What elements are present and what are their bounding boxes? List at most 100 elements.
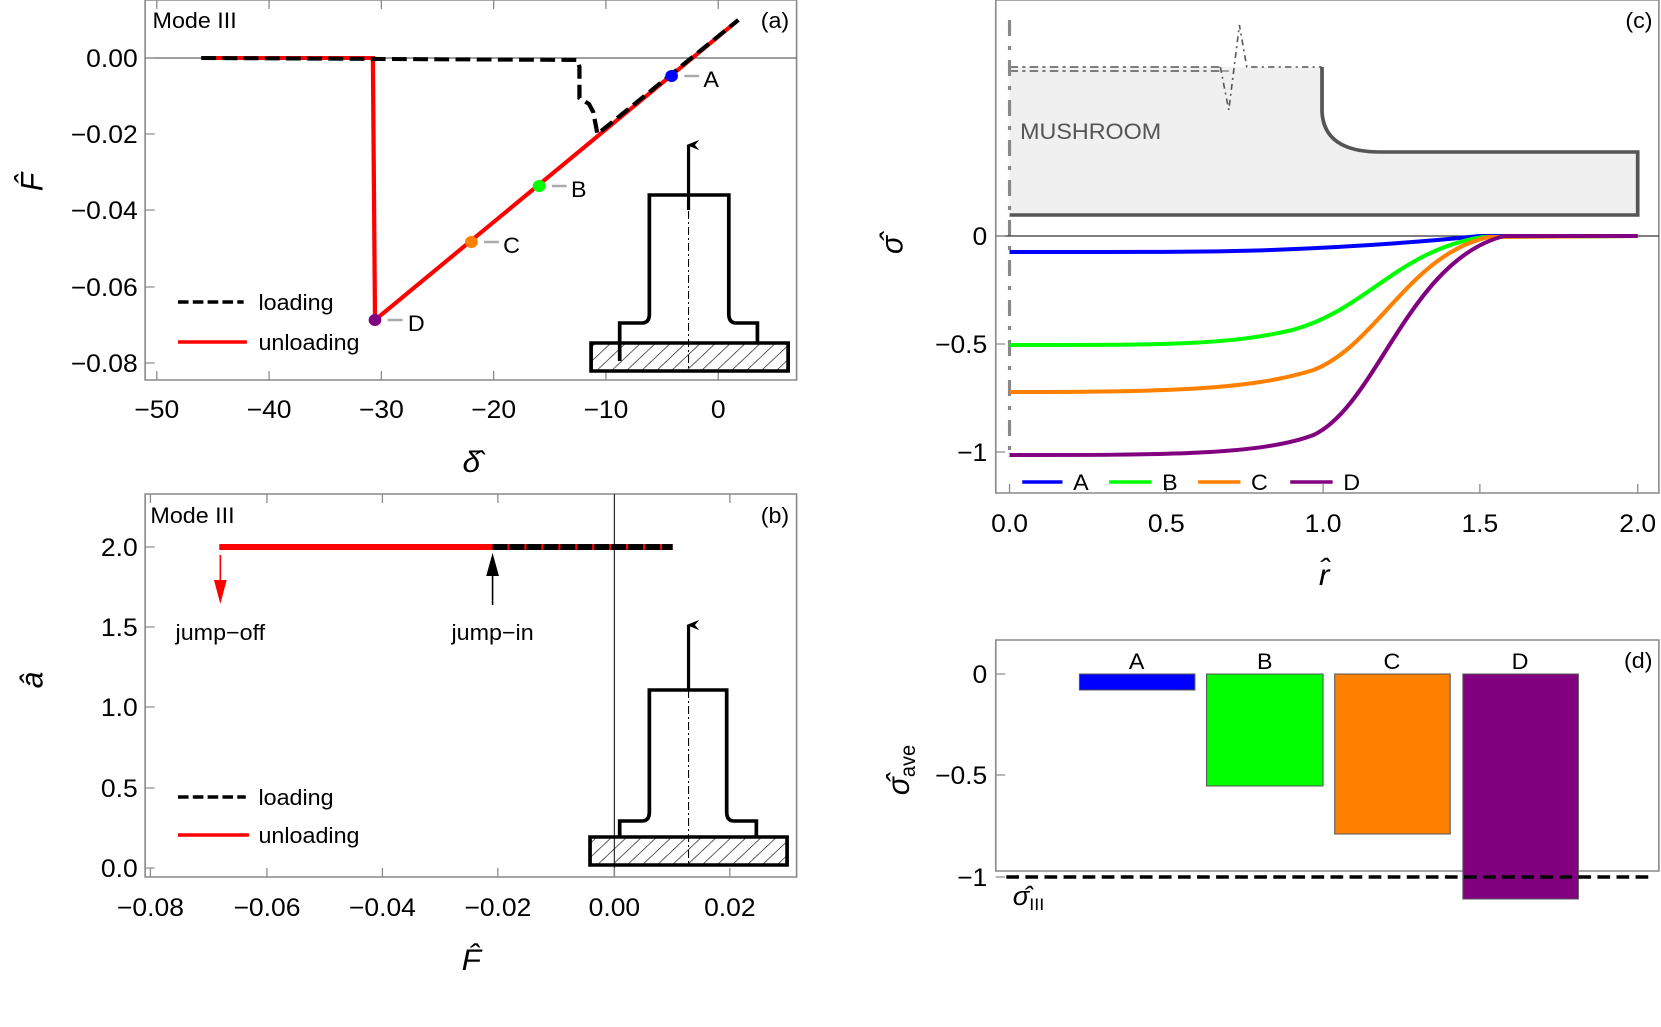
c-ytick: 0: [973, 224, 988, 251]
curve-b: [1009, 234, 1638, 347]
bar-b-label: B: [1257, 649, 1273, 674]
bar-a-label: A: [1129, 649, 1145, 674]
reference-label: σ̂III: [1013, 882, 1045, 914]
a-ytick: −0.02: [71, 122, 138, 149]
panel-b-frame: [144, 493, 798, 878]
panel-a-frame: [144, 0, 798, 381]
a-xtick: −10: [583, 397, 628, 424]
a-points: A B C D: [368, 67, 720, 336]
b-ytick: 1.5: [101, 615, 138, 642]
b-xtick: −0.06: [233, 895, 300, 922]
b-ytick: 2.0: [101, 535, 138, 562]
d-ytick: 0: [973, 662, 988, 689]
panel-d-frame: [994, 639, 1660, 872]
c-legend: A B C D: [1022, 470, 1360, 495]
a-xtick: −50: [134, 397, 179, 424]
b-xtick: 0.00: [589, 895, 641, 922]
point-d-label: D: [408, 311, 425, 336]
a-panel-tag: (a): [761, 8, 789, 33]
legend-a-label: A: [1073, 470, 1089, 495]
d-ylabel-sub: ave: [897, 745, 921, 777]
jump-off-arrowhead-icon: [213, 580, 227, 604]
legend-d-label: D: [1343, 470, 1360, 495]
substrate: [589, 341, 790, 373]
b-xlabel: F̂: [462, 942, 484, 977]
d-ylabel-main: σ̂: [880, 771, 916, 795]
c-xtick: 0.0: [991, 511, 1028, 538]
c-xtick: 2.0: [1619, 511, 1656, 538]
substrate: [588, 835, 789, 867]
legend-unloading-label: unloading: [258, 330, 359, 355]
a-xlabel: δ̂: [463, 445, 487, 479]
legend-loading-label: loading: [258, 290, 333, 315]
a-ytick: −0.08: [71, 351, 138, 378]
a-ytick: 0.00: [86, 46, 138, 73]
point-b-label: B: [571, 177, 587, 202]
curve-d: [1009, 234, 1638, 457]
legend-b-label: B: [1162, 470, 1178, 495]
c-xtick: 1.5: [1461, 511, 1498, 538]
a-xtick: −20: [471, 397, 516, 424]
inset-mushroom-label: MUSHROOM: [1020, 119, 1161, 144]
c-panel-tag: (c): [1625, 8, 1652, 33]
b-mode-label: Mode III: [150, 503, 234, 528]
bar-a: [1078, 673, 1196, 691]
svg-text:σ̂ave: σ̂ave: [880, 745, 920, 795]
a-ytick: −0.04: [71, 198, 138, 225]
bar-c-label: C: [1384, 649, 1401, 674]
d-panel-tag: (d): [1624, 648, 1652, 673]
d-ytick: −1: [957, 865, 987, 892]
curve-c: [1009, 234, 1638, 394]
point-a: [665, 70, 678, 82]
legend-loading-label: loading: [258, 785, 333, 810]
panel-c-frame: [994, 0, 1660, 494]
panel-b: 2.0 1.5 1.0 0.5 0.0 −0.08 −0.06 −0.04 −0…: [14, 493, 798, 977]
b-ytick: 1.0: [101, 695, 138, 722]
jump-in-arrowhead-icon: [486, 553, 499, 576]
a-xtick: −30: [359, 397, 404, 424]
c-ytick: −0.5: [935, 332, 987, 359]
c-ytick: −1: [957, 440, 987, 467]
a-mode-label: Mode III: [153, 8, 237, 33]
b-xtick: −0.02: [464, 895, 531, 922]
bar-d-label: D: [1512, 649, 1529, 674]
legend-c-label: C: [1251, 470, 1268, 495]
b-panel-tag: (b): [761, 503, 789, 528]
d-ylabel: σ̂ave: [880, 745, 920, 795]
bar-b: [1206, 673, 1324, 787]
ref-label-sub: III: [1029, 894, 1044, 913]
b-inset-mushroom: [588, 620, 789, 867]
a-inset-mushroom: [589, 140, 790, 373]
b-xtick: 0.02: [704, 895, 756, 922]
point-a-label: A: [703, 67, 719, 92]
b-ytick: 0.5: [101, 776, 138, 803]
c-xtick: 1.0: [1305, 511, 1342, 538]
b-legend: loading unloading: [177, 785, 360, 848]
panel-c: MUSHROOM 0 −0.5 −1 0.0 0.5 1.0 1.5 2.0 r…: [874, 0, 1660, 592]
point-c-label: C: [503, 233, 520, 258]
point-c: [465, 236, 478, 248]
a-legend: loading unloading: [177, 290, 360, 355]
a-ylabel: F̂: [12, 171, 49, 191]
b-xtick: −0.04: [349, 895, 416, 922]
point-d: [368, 314, 382, 326]
b-xtick: −0.08: [117, 895, 184, 922]
c-xlabel: r̂: [1319, 556, 1332, 592]
bar-d: [1462, 673, 1579, 900]
panel-a: 0.00 −0.02 −0.04 −0.06 −0.08 −50 −40 −30…: [12, 0, 798, 479]
panel-d: 0 −0.5 −1 σ̂ave (d) A B C D σ̂III: [880, 639, 1660, 914]
curve-a: [1009, 234, 1638, 254]
a-ytick: −0.06: [71, 275, 138, 302]
ref-label-main: σ̂: [1013, 882, 1035, 911]
b-ylabel: â: [14, 672, 50, 689]
jump-off-label: jump−off: [175, 620, 266, 645]
legend-unloading-label: unloading: [258, 823, 359, 848]
a-loading-curve: [201, 18, 740, 138]
a-unloading-curve: [201, 18, 740, 325]
c-inset-mushroom: MUSHROOM: [1007, 20, 1640, 460]
jump-in-label: jump−in: [450, 620, 533, 645]
c-xtick: 0.5: [1148, 511, 1185, 538]
a-xtick: −40: [247, 397, 292, 424]
b-ytick: 0.0: [101, 856, 138, 883]
